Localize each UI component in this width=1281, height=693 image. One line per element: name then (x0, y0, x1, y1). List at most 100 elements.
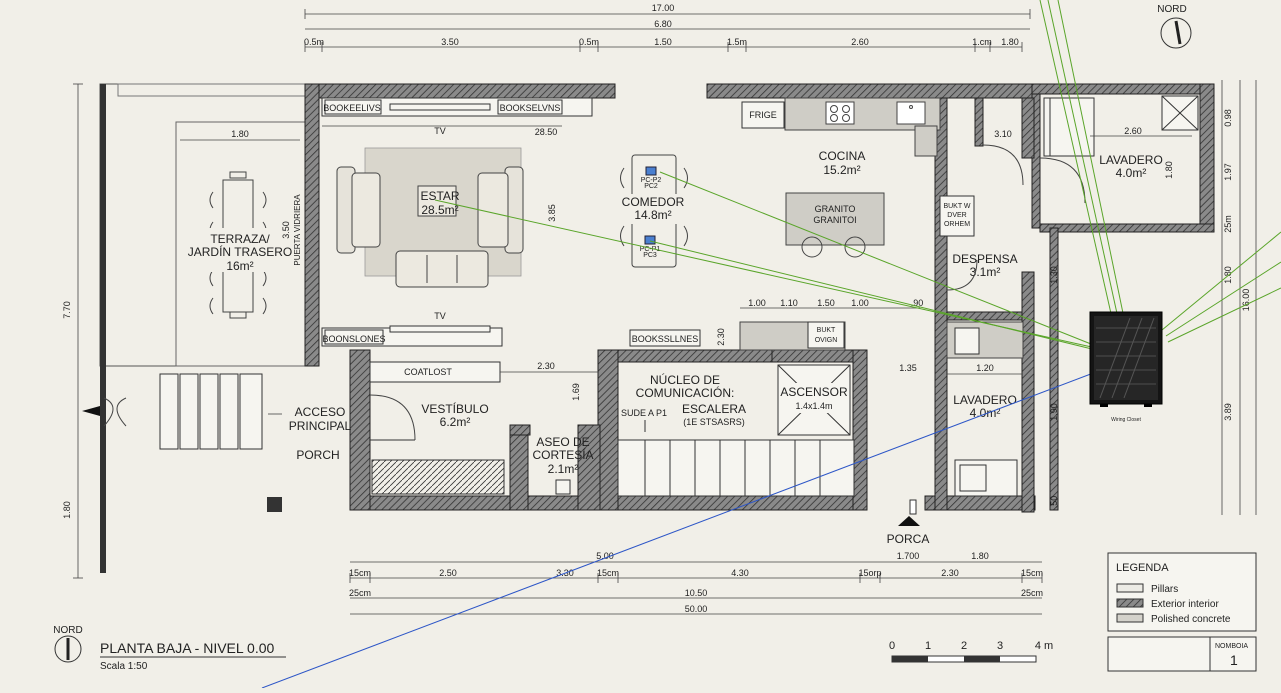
svg-text:GRANITOI: GRANITOI (813, 215, 856, 225)
svg-text:PC-P1: PC-P1 (640, 246, 661, 253)
svg-text:1.80: 1.80 (62, 501, 72, 519)
svg-text:14.8m²: 14.8m² (634, 208, 671, 222)
living-room: BOOKEELIVS BOOKSELVNS TV 28.50 ESTAR 28.… (321, 97, 701, 347)
svg-text:OVIGN: OVIGN (815, 337, 838, 344)
stair-core: NÚCLEO DE COMUNICACIÓN: ESCALERA (1E STS… (617, 364, 855, 497)
svg-text:COATLOST: COATLOST (404, 367, 452, 377)
svg-text:FRIGE: FRIGE (749, 110, 777, 120)
bookshelf-label: BOOKSELVNS (500, 103, 561, 113)
computer-icon[interactable]: PC-P2 PC2 (641, 166, 662, 190)
svg-text:.50: .50 (1049, 496, 1059, 509)
svg-text:16.00: 16.00 (1241, 289, 1251, 312)
computer-icon[interactable]: PC-P1 PC3 (640, 235, 661, 259)
bottom-dimensions: 5.00 1.700 1.80 15cm 2.50 3.30 15cm 4.30… (349, 551, 1043, 615)
plan-title: PLANTA BAJA - NIVEL 0.00 (100, 640, 275, 656)
bookshelf-label: BOONSLONES (322, 334, 385, 344)
dining-room: COMEDOR 14.8m² PC-P2 PC2 PC-P1 PC3 (612, 154, 696, 268)
svg-text:PRINCIPAL: PRINCIPAL (289, 419, 352, 433)
svg-text:ASCENSOR: ASCENSOR (780, 385, 848, 399)
entry-steps (82, 373, 282, 573)
svg-text:JARDÍN TRASERO: JARDÍN TRASERO (188, 244, 292, 259)
svg-text:1.20: 1.20 (976, 363, 994, 373)
svg-text:1.69: 1.69 (571, 383, 581, 401)
legend-item: Polished concrete (1151, 614, 1231, 625)
svg-text:4 m: 4 m (1035, 640, 1053, 652)
laundry-top: 2.60 LAVADERO 4.0m² 3.10 1.80 (982, 95, 1199, 204)
laundry-bottom: 1.20 1.35 LAVADERO 4.0m² (899, 321, 1024, 497)
svg-text:15cm: 15cm (1021, 568, 1043, 578)
dim-top-seg: 0.5m (579, 37, 599, 47)
svg-text:50.00: 50.00 (685, 604, 708, 614)
front-entrance: PORCA (887, 499, 930, 546)
svg-text:TV: TV (434, 311, 446, 321)
svg-text:2.30: 2.30 (716, 328, 726, 346)
north-arrow-top: NORD (1157, 4, 1192, 49)
svg-text:3.50: 3.50 (281, 221, 291, 239)
svg-text:4.30: 4.30 (731, 568, 749, 578)
top-dimensions: 17.00 6.80 0.5m 3.50 0.5m 1.50 1.5m 2.60… (304, 3, 1031, 52)
legend-item: Pillars (1151, 584, 1178, 595)
svg-text:2: 2 (961, 640, 967, 652)
svg-text:25cm: 25cm (349, 588, 371, 598)
svg-text:ESTAR: ESTAR (420, 189, 459, 203)
svg-text:PC3: PC3 (643, 252, 657, 259)
svg-text:PORCA: PORCA (887, 532, 930, 546)
title-block: NORD PLANTA BAJA - NIVEL 0.00 Scala 1:50 (53, 625, 286, 672)
svg-text:1: 1 (925, 640, 931, 652)
kitchen: FRIGE COCINA 15.2m² GRANITO GRANITOI BUK… (716, 97, 975, 351)
svg-text:LAVADERO: LAVADERO (953, 393, 1017, 407)
svg-text:1.97: 1.97 (1223, 163, 1233, 181)
legend-item: Exterior interior (1151, 599, 1219, 610)
svg-text:5.00: 5.00 (596, 551, 614, 561)
svg-text:28.50: 28.50 (535, 127, 558, 137)
svg-text:3.10: 3.10 (994, 129, 1012, 139)
svg-text:3.1m²: 3.1m² (970, 265, 1001, 279)
dim-sub-top: 6.80 (654, 19, 672, 29)
svg-text:10.50: 10.50 (685, 588, 708, 598)
svg-text:NOMBOIA: NOMBOIA (1215, 643, 1248, 650)
exterior-walls (304, 83, 1215, 513)
svg-text:.90: .90 (911, 298, 924, 308)
svg-text:ESCALERA: ESCALERA (682, 402, 746, 416)
svg-text:BUKT W: BUKT W (943, 203, 970, 210)
svg-text:1.10: 1.10 (780, 298, 798, 308)
network-links (434, 0, 1281, 351)
svg-text:PC2: PC2 (644, 183, 658, 190)
svg-text:COCINA: COCINA (819, 149, 866, 163)
svg-text:CORTESÍA: CORTESÍA (532, 447, 593, 462)
svg-text:3.85: 3.85 (547, 204, 557, 222)
entrance-hall: ACCESO PRINCIPAL PORCH COATLOST 2.30 VES… (268, 361, 598, 495)
scale-bar: 0 1 2 3 4 m (889, 640, 1053, 663)
svg-text:4.0m²: 4.0m² (1116, 166, 1147, 180)
svg-text:15orp: 15orp (858, 568, 881, 578)
guest-toilet: ASEO DE CORTESÍA 2.1m² (532, 435, 594, 495)
svg-text:1.30: 1.30 (1049, 266, 1059, 284)
svg-text:3.89: 3.89 (1223, 403, 1233, 421)
svg-text:1.80: 1.80 (1164, 161, 1174, 179)
svg-text:GRANITO: GRANITO (815, 204, 856, 214)
svg-text:2.30: 2.30 (537, 361, 555, 371)
svg-text:ORHEM: ORHEM (944, 221, 970, 228)
svg-text:BUKT: BUKT (817, 327, 836, 334)
svg-text:25cm: 25cm (1021, 588, 1043, 598)
left-dimensions: 7.70 1.80 (62, 83, 83, 579)
dim-top-seg: 0.5m (304, 37, 324, 47)
svg-text:PC-P2: PC-P2 (641, 177, 662, 184)
svg-text:1.35: 1.35 (899, 363, 917, 373)
svg-text:25m: 25m (1223, 215, 1233, 233)
svg-text:PUERTA VIDRIERA: PUERTA VIDRIERA (293, 194, 302, 266)
svg-text:1.80: 1.80 (971, 551, 989, 561)
bookshelf-label: BOOKSSLLNES (632, 334, 699, 344)
svg-text:LAVADERO: LAVADERO (1099, 153, 1163, 167)
wiring-closet-rack[interactable]: Wiring Closet (1089, 311, 1163, 423)
svg-text:6.2m²: 6.2m² (440, 415, 471, 429)
svg-text:1.90: 1.90 (1049, 403, 1059, 421)
svg-text:NORD: NORD (53, 625, 82, 636)
svg-text:Wiring Closet: Wiring Closet (1111, 417, 1141, 423)
legend-title: LEGENDA (1116, 562, 1169, 574)
svg-text:1.700: 1.700 (897, 551, 920, 561)
svg-text:1.80: 1.80 (231, 129, 249, 139)
pantry: DESPENSA 3.1m² (946, 252, 1018, 291)
svg-text:SUDE A P1: SUDE A P1 (621, 408, 667, 418)
